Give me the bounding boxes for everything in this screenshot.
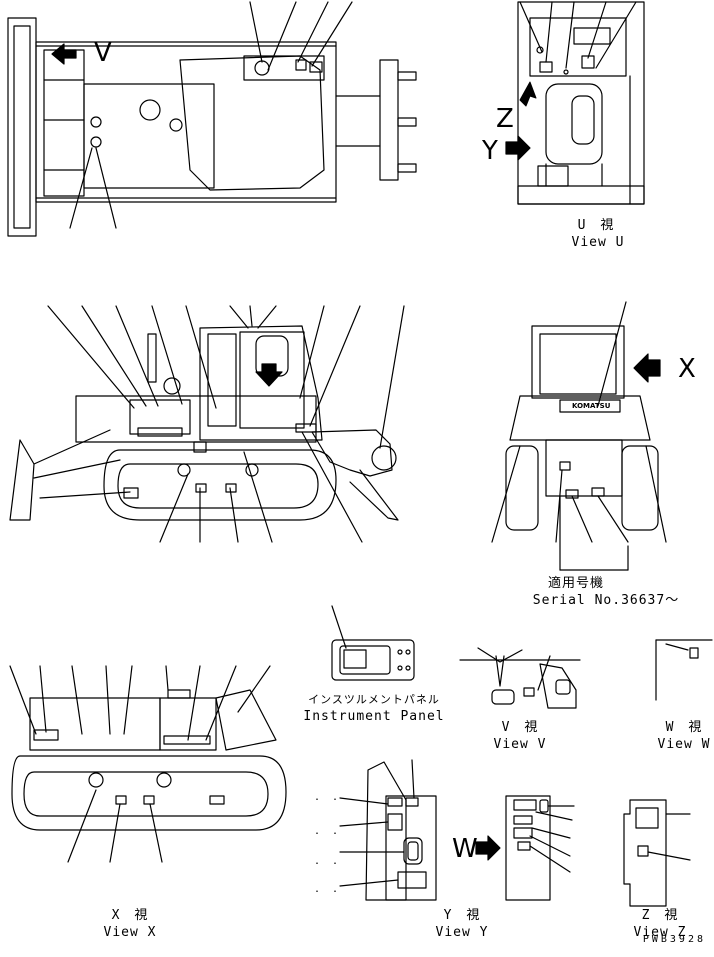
view-w-jp: W 視: [665, 720, 703, 735]
view-z-jp: Z 視: [641, 908, 679, 923]
marker-y: Y: [482, 136, 498, 166]
view-z-drawing: [623, 799, 691, 907]
marker-w: W: [452, 834, 478, 864]
rear-view-machine: [491, 301, 667, 571]
leader-dots: . .: [314, 792, 342, 803]
view-w-drawing: [655, 639, 713, 701]
instrument-panel-en: Instrument Panel: [303, 709, 445, 724]
marker-z: Z: [496, 104, 514, 134]
marker-v-top: V: [94, 38, 112, 68]
serial-en: Serial No.36637～: [532, 593, 680, 608]
view-x-drawing: [9, 665, 287, 863]
view-v-drawing: [459, 647, 581, 709]
side-view-machine: [9, 305, 405, 543]
komatsu-logo: KOMATSU: [572, 402, 611, 410]
view-v-en: View V: [493, 737, 547, 752]
view-u-drawing: [505, 1, 645, 205]
view-u-en: View U: [571, 235, 625, 250]
leader-dots: . .: [314, 826, 342, 837]
view-z-en: View Z: [633, 925, 687, 940]
view-u-jp: U 視: [577, 218, 615, 233]
view-w-en: View W: [657, 737, 711, 752]
serial-jp: 適用号機: [547, 576, 605, 591]
instrument-panel-jp: インスツルメントパネル: [308, 693, 440, 706]
marker-x: X: [678, 354, 696, 384]
view-y-en: View Y: [435, 925, 489, 940]
view-x-en: View X: [103, 925, 157, 940]
view-x-jp: X 視: [111, 908, 149, 923]
view-y-drawing: [339, 759, 575, 901]
drawing-code: PWB3928: [642, 934, 706, 945]
view-y-jp: Y 視: [443, 908, 481, 923]
top-view-machine: [7, 1, 417, 237]
view-v-jp: V 視: [501, 720, 539, 735]
leader-dots: . .: [314, 856, 342, 867]
leader-dots: . .: [314, 884, 342, 895]
instrument-panel-drawing: [331, 605, 415, 681]
